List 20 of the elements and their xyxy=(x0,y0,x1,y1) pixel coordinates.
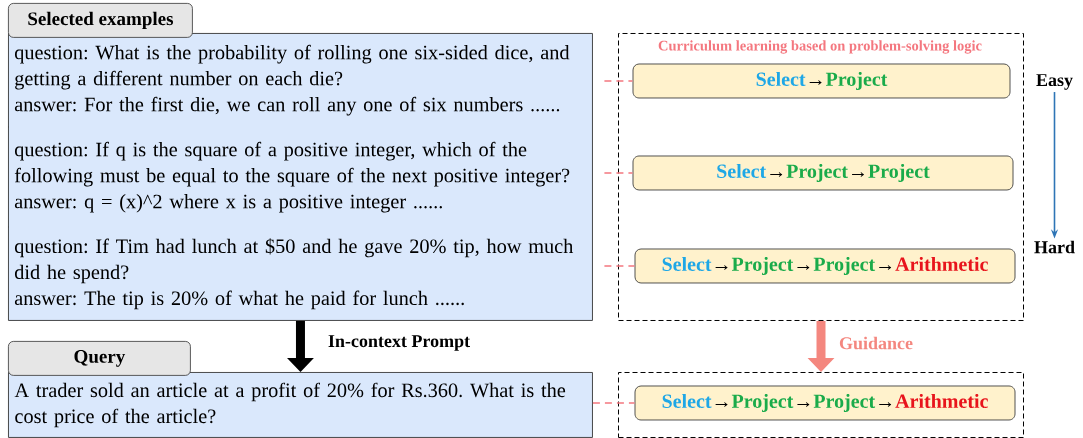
connector xyxy=(603,172,634,174)
level-label: Easy xyxy=(1036,74,1073,90)
chain-box: Select → Project xyxy=(632,63,1011,99)
connector xyxy=(603,80,634,82)
dashed-frame xyxy=(618,372,1024,438)
heading-tab: Query xyxy=(8,341,191,376)
connector xyxy=(592,402,636,404)
example-text: question: If Tim had lunch at $50 and he gave 20% tip, how much did he spend? answer: The tip is 20% of what he paid for lunch ...... xyxy=(14,238,574,310)
chain-box: Select → Project → Project → Arithmetic xyxy=(634,248,1016,284)
query-panel: A trader sold an article at a profit of 20% for Rs.360. What is the cost price of the article? xyxy=(8,372,593,438)
edge-label: In-context Prompt xyxy=(325,333,473,353)
heading-tab: Selected examples xyxy=(8,3,193,38)
example-text: question: What is the probability of rolling one six-sided dice, and getting a different number on each die? answer: For the first die, we can roll any one of six numbers ...... xyxy=(14,44,570,116)
connector xyxy=(603,265,636,267)
level-label: Hard xyxy=(1034,240,1075,254)
frame-title: Curriculum learning based on problem-solving logic xyxy=(658,40,982,54)
example-text: question: If q is the square of a positive integer, which of the following must be equal to the square of the next positive integer? answer: q = (x)^2 where x is a positive integer ...... xyxy=(14,141,570,213)
edge-label: Guidance xyxy=(837,334,915,352)
chain-box: Select → Project → Project xyxy=(632,155,1014,191)
chain-box: Select → Project → Project → Arithmetic xyxy=(634,385,1016,421)
